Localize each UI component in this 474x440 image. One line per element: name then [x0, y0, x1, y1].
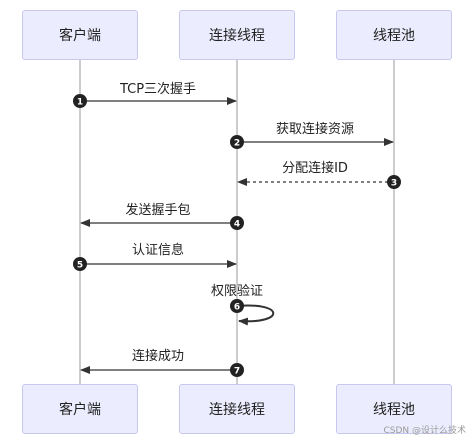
watermark: CSDN @设计么技术	[383, 426, 466, 436]
sequence-number-text: 6	[234, 303, 240, 313]
actor-client-bottom: 客户端	[22, 384, 138, 434]
message-label-5: 认证信息	[131, 243, 185, 258]
actor-pool-bottom: 线程池	[336, 384, 452, 434]
sequence-number-4: 4	[230, 216, 244, 230]
message-arrow-6	[236, 304, 275, 326]
sequence-number-text: 5	[77, 261, 83, 271]
actor-client-top: 客户端	[22, 10, 138, 60]
actor-conn-top: 连接线程	[179, 10, 295, 60]
actor-label: 线程池	[373, 28, 415, 44]
message-label-2: 获取连接资源	[275, 122, 355, 137]
sequence-number-6: 6	[230, 299, 244, 313]
actor-label: 线程池	[373, 402, 415, 418]
sequence-number-3: 3	[387, 175, 401, 189]
sequence-number-2: 2	[230, 135, 244, 149]
actor-label: 连接线程	[209, 28, 265, 44]
actor-label: 客户端	[59, 402, 101, 418]
sequence-number-1: 1	[73, 94, 87, 108]
sequence-number-text: 1	[77, 98, 83, 108]
actor-label: 连接线程	[209, 402, 265, 418]
actor-conn-bottom: 连接线程	[179, 384, 295, 434]
sequence-number-text: 4	[234, 220, 240, 230]
message-label-4: 发送握手包	[125, 203, 191, 218]
sequence-number-text: 2	[234, 139, 240, 149]
actor-pool-top: 线程池	[336, 10, 452, 60]
sequence-number-7: 7	[230, 363, 244, 377]
message-label-1: TCP三次握手	[119, 82, 197, 97]
sequence-number-text: 7	[234, 367, 240, 377]
sequence-number-5: 5	[73, 257, 87, 271]
sequence-number-text: 3	[391, 179, 397, 189]
message-label-7: 连接成功	[131, 349, 185, 364]
actor-label: 客户端	[59, 28, 101, 44]
message-label-6: 权限验证	[210, 284, 264, 299]
message-label-3: 分配连接ID	[282, 161, 348, 176]
